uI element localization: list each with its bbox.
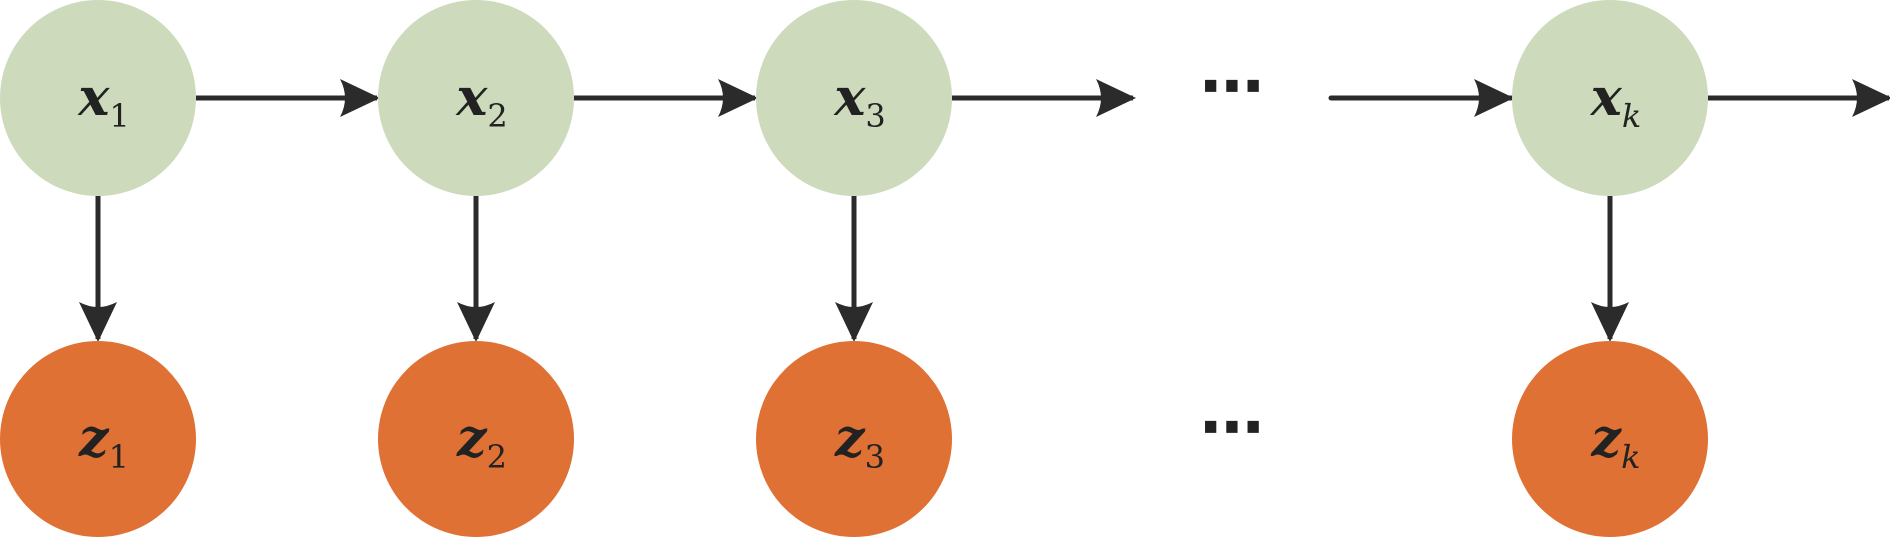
node-z1: z1 <box>0 341 196 537</box>
svg-text:z1: z1 <box>78 408 129 476</box>
node-xk: xk <box>1512 0 1708 196</box>
node-x3-subscript: 3 <box>865 97 885 135</box>
ellipsis-top: ⋯ <box>1200 50 1264 124</box>
node-z1-subscript: 1 <box>109 438 129 476</box>
node-x3: x3 <box>756 0 952 196</box>
node-z2: z2 <box>378 341 574 537</box>
node-x1-subscript: 1 <box>109 97 129 135</box>
ellipsis-bottom: ⋯ <box>1200 391 1264 465</box>
svg-text:x1: x1 <box>77 67 129 135</box>
node-z2-symbol: z <box>456 408 488 469</box>
svg-text:zk: zk <box>1591 408 1641 476</box>
node-z3: z3 <box>756 341 952 537</box>
node-z1-symbol: z <box>78 408 110 469</box>
node-x2: x2 <box>378 0 574 196</box>
observation-row: z1 z2 z3 zk <box>0 341 1708 537</box>
node-x2-subscript: 2 <box>487 97 507 135</box>
node-zk: zk <box>1512 341 1708 537</box>
svg-text:x3: x3 <box>833 67 885 135</box>
svg-text:x2: x2 <box>455 67 507 135</box>
edges-group <box>79 79 1890 342</box>
node-z2-subscript: 2 <box>487 438 507 476</box>
svg-text:z3: z3 <box>834 408 885 476</box>
node-zk-subscript: k <box>1621 438 1640 476</box>
node-zk-symbol: z <box>1591 408 1623 469</box>
node-x2-symbol: x <box>455 67 488 128</box>
node-xk-subscript: k <box>1622 97 1641 135</box>
node-x1: x1 <box>0 0 196 196</box>
svg-text:xk: xk <box>1590 67 1641 135</box>
node-z3-subscript: 3 <box>865 438 885 476</box>
node-xk-symbol: x <box>1590 67 1623 128</box>
node-z3-symbol: z <box>834 408 866 469</box>
node-x1-symbol: x <box>77 67 110 128</box>
svg-text:z2: z2 <box>456 408 507 476</box>
hidden-state-row: x1 x2 x3 xk <box>0 0 1708 196</box>
node-x3-symbol: x <box>833 67 866 128</box>
